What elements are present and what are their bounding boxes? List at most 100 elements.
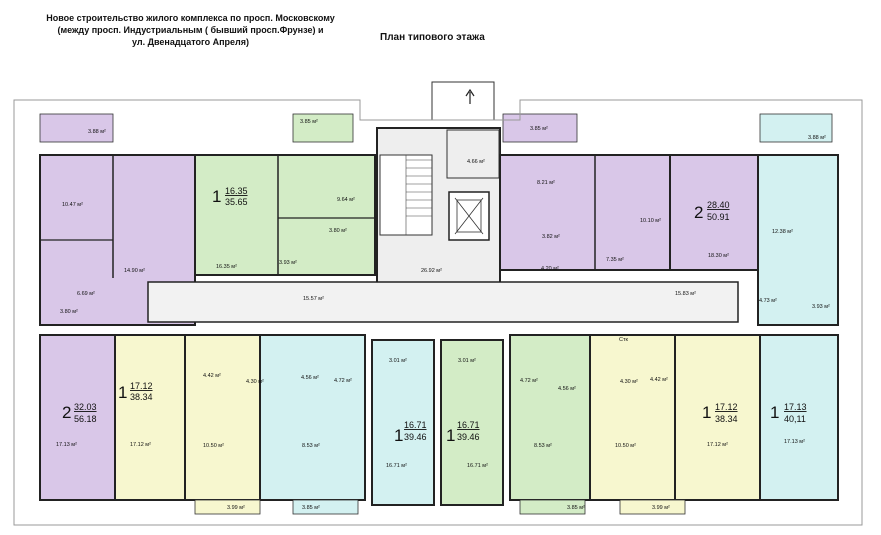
apt-living: 28.40 — [707, 200, 730, 210]
apt-living: 16.35 — [225, 186, 248, 196]
elevator-icon — [454, 197, 484, 235]
room-area: 15.57 м² — [303, 296, 324, 302]
apt-rooms: 1 — [394, 426, 403, 445]
apt-rooms: 1 — [212, 187, 221, 206]
room-area: 4.72 м² — [520, 378, 538, 384]
project-header: Новое строительство жилого комплекса по … — [18, 12, 363, 48]
room-area: 3.85 м² — [530, 126, 548, 132]
apartment-2-bottom-left — [39, 334, 116, 501]
balcony-bottom-2 — [292, 499, 359, 515]
room-area-labels: 3.88 м² 3.85 м² 4.66 м² 3.85 м² 3.88 м² … — [56, 119, 830, 511]
apt-total: 40,11 — [784, 414, 806, 424]
apartment-cyan-right — [757, 154, 839, 326]
apt-rooms: 2 — [694, 203, 703, 222]
room-area: 10.47 м² — [62, 202, 83, 208]
balcony-top-1 — [39, 113, 114, 143]
room-area: 17.12 м² — [707, 442, 728, 448]
room-area: 3.88 м² — [88, 129, 106, 135]
room-area: 3.82 м² — [542, 234, 560, 240]
room-area: 14.90 м² — [124, 268, 145, 274]
room-area: 8.21 м² — [537, 180, 555, 186]
room-area: 3.01 м² — [458, 358, 476, 364]
apt-living: 17.12 — [130, 381, 153, 391]
room-area: 10.50 м² — [203, 443, 224, 449]
apartment-green-right — [509, 334, 591, 501]
room-area: 10.10 м² — [640, 218, 661, 224]
lobby-nook — [446, 129, 500, 179]
apt-total: 50.91 — [707, 212, 730, 222]
room-area: 26.92 м² — [421, 268, 442, 274]
room-area: 3.85 м² — [567, 505, 585, 511]
apt-living: 32.03 — [74, 402, 97, 412]
room-area: 6.69 м² — [77, 291, 95, 297]
room-area: 3.85 м² — [302, 505, 320, 511]
up-arrow-icon — [465, 88, 475, 104]
room-area: 3.85 м² — [300, 119, 318, 125]
corridor — [147, 281, 739, 323]
header-line-2: (между просп. Индустриальным ( бывший пр… — [57, 25, 324, 35]
apt-rooms: 1 — [770, 403, 779, 422]
room-area: 3.80 м² — [329, 228, 347, 234]
room-area: 4.56 м² — [301, 375, 319, 381]
room-area: 18.30 м² — [708, 253, 729, 259]
room-area: 3.93 м² — [812, 304, 830, 310]
apartment-1-yellow-right-b — [674, 334, 761, 501]
apt-total: 39.46 — [457, 432, 480, 442]
room-area: 3.93 м² — [279, 260, 297, 266]
header-line-1: Новое строительство жилого комплекса по … — [46, 13, 335, 23]
apt-total: 38.34 — [715, 414, 738, 424]
apartment-cyan-left — [259, 334, 366, 501]
room-area: 10.50 м² — [615, 443, 636, 449]
apartment-1-green — [194, 154, 376, 276]
apartment-1-green-center-right — [440, 339, 504, 506]
room-area: 15.83 м² — [675, 291, 696, 297]
room-area: 17.12 м² — [130, 442, 151, 448]
room-area: 4.30 м² — [246, 379, 264, 385]
room-area: 3.01 м² — [389, 358, 407, 364]
apt-rooms: 2 — [62, 403, 71, 422]
room-area: 7.35 м² — [606, 257, 624, 263]
room-area: 8.53 м² — [534, 443, 552, 449]
balcony-top-4 — [759, 113, 833, 143]
balcony-bottom-4 — [619, 499, 686, 515]
apartment-1-cyan-center-left — [371, 339, 435, 506]
apt-total: 35.65 — [225, 197, 248, 207]
room-area: 4.20 м² — [541, 266, 559, 272]
stack-label: Стк — [619, 337, 628, 343]
apt-rooms: 1 — [118, 383, 127, 402]
apartment-labels: 2 32.03 56.18 1 17.12 38.34 1 16.35 35.6… — [62, 186, 807, 445]
room-area: 4.56 м² — [558, 386, 576, 392]
room-area: 17.13 м² — [784, 439, 805, 445]
apartment-1-yellow-left — [114, 334, 186, 501]
apt-rooms: 1 — [702, 403, 711, 422]
room-area: 12.38 м² — [772, 229, 793, 235]
room-area: 16.35 м² — [216, 264, 237, 270]
room-area: 9.64 м² — [337, 197, 355, 203]
room-area: 4.72 м² — [334, 378, 352, 384]
apartment-1-yellow-right-a — [589, 334, 676, 501]
room-area: 3.99 м² — [652, 505, 670, 511]
apartment-2-right-a — [499, 154, 671, 271]
apt-living: 16.71 — [457, 420, 480, 430]
apt-rooms: 1 — [446, 426, 455, 445]
room-area: 4.30 м² — [620, 379, 638, 385]
room-area: 16.71 м² — [467, 463, 488, 469]
balcony-top-3 — [502, 113, 578, 143]
room-area: 17.13 м² — [56, 442, 77, 448]
room-area: 8.53 м² — [302, 443, 320, 449]
apt-total: 38.34 — [130, 392, 153, 402]
balcony-bottom-3 — [519, 499, 586, 515]
room-area: 16.71 м² — [386, 463, 407, 469]
apartment-1-cyan-right — [759, 334, 839, 501]
balcony-bottom-1 — [194, 499, 261, 515]
balcony-top-2 — [292, 113, 354, 143]
room-area: 3.99 м² — [227, 505, 245, 511]
apt-living: 16.71 — [404, 420, 427, 430]
room-area: 3.80 м² — [60, 309, 78, 315]
apt-total: 56.18 — [74, 414, 97, 424]
room-area: 4.66 м² — [467, 159, 485, 165]
apt-living: 17.12 — [715, 402, 738, 412]
room-area: 4.42 м² — [650, 377, 668, 383]
apt-living: 17.13 — [784, 402, 807, 412]
